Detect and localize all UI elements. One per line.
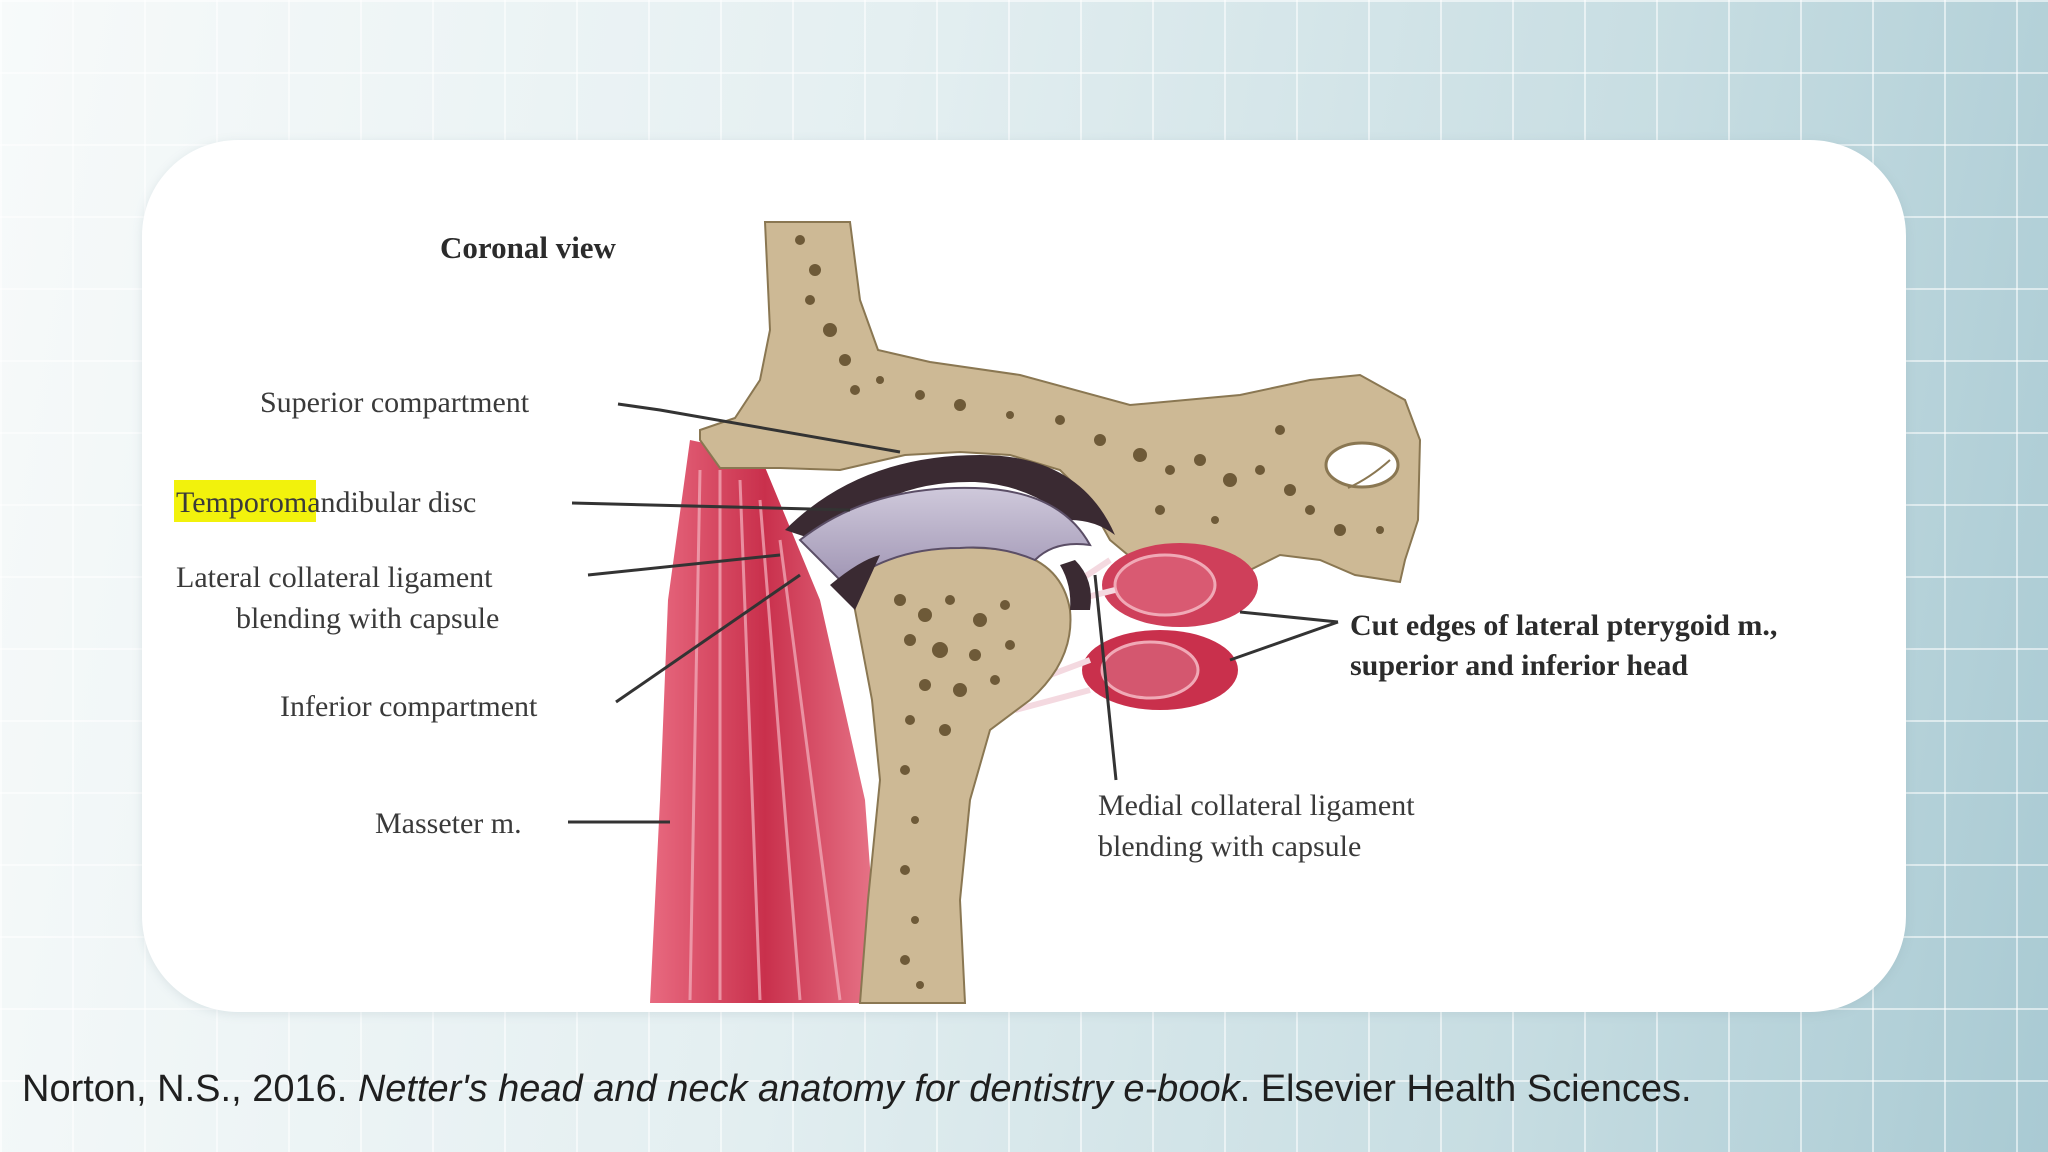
search-highlight	[174, 480, 316, 522]
leader-medial-ligament	[1093, 574, 1118, 781]
citation: Norton, N.S., 2016. Netter's head and ne…	[22, 1068, 1692, 1111]
label-medial-ligament-line1: Medial collateral ligament	[1098, 789, 1415, 822]
label-pterygoid-line1: Cut edges of lateral pterygoid m.,	[1350, 609, 1777, 642]
leader-pterygoid	[1229, 610, 1339, 662]
citation-publisher: . Elsevier Health Sciences.	[1239, 1068, 1692, 1110]
leader-superior-compartment	[617, 402, 901, 454]
leader-lateral-ligament	[587, 553, 781, 577]
label-inferior-compartment: Inferior compartment	[280, 690, 538, 723]
masseter-muscle	[650, 440, 880, 1003]
label-pterygoid-line2: superior and inferior head	[1350, 649, 1688, 682]
citation-authors-year: Norton, N.S., 2016.	[22, 1068, 358, 1110]
temporomandibular-disc	[785, 455, 1115, 610]
label-lateral-ligament-line2: blending with capsule	[236, 602, 499, 635]
temporal-bone	[699, 221, 1422, 584]
leader-inferior-compartment	[615, 573, 801, 704]
label-lateral-ligament-line1: Lateral collateral ligament	[176, 561, 493, 594]
citation-title: Netter's head and neck anatomy for denti…	[357, 1068, 1240, 1110]
leader-disc	[571, 501, 851, 512]
label-masseter: Masseter m.	[375, 807, 522, 840]
bone-spots	[795, 235, 1384, 989]
mandibular-condyle	[851, 543, 1072, 1004]
label-superior-compartment: Superior compartment	[260, 386, 530, 419]
label-disc-rest: mandibular disc	[284, 486, 476, 519]
label-medial-ligament-line2: blending with capsule	[1098, 830, 1361, 863]
view-title: Coronal view	[440, 230, 617, 265]
lateral-pterygoid-cut-edges	[1008, 543, 1258, 713]
label-temporomandibular-disc: Temporomandibular disc	[176, 486, 476, 519]
label-disc-highlighted-part: Temporo	[176, 486, 284, 519]
